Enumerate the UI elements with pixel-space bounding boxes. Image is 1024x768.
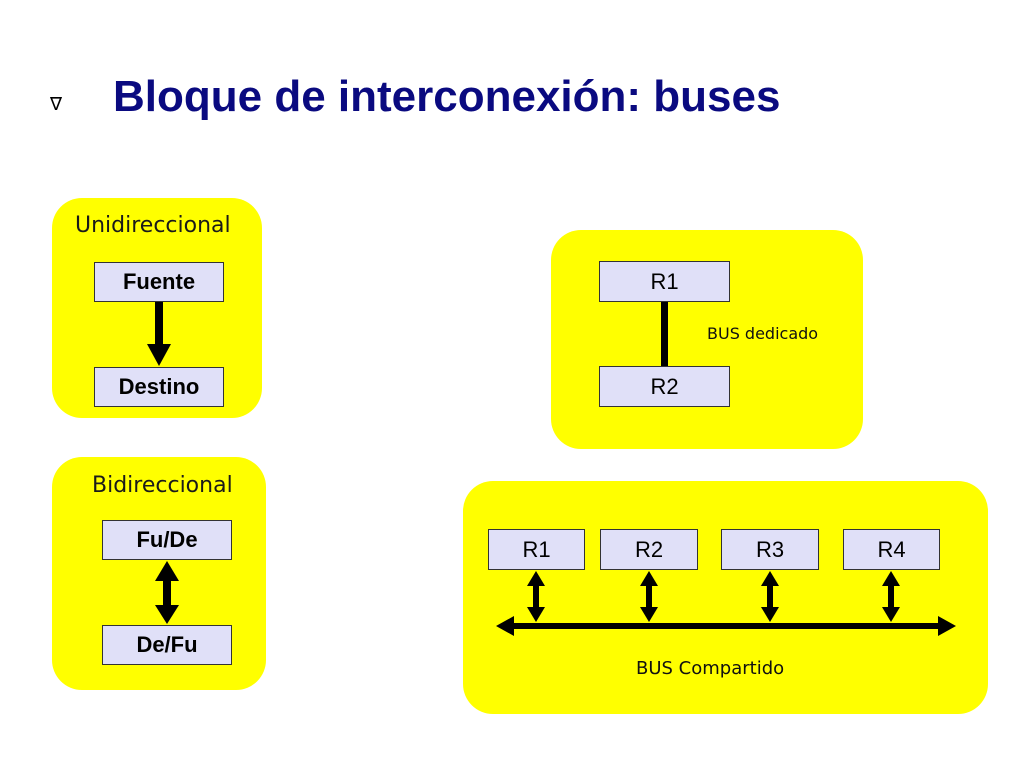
- slide-title: Bloque de interconexión: buses: [113, 72, 781, 121]
- compartido-r1-box: R1: [488, 529, 585, 570]
- r4-bus-connector: [882, 571, 900, 622]
- unidireccional-label: Unidireccional: [75, 213, 231, 238]
- dedicado-r2-box: R2: [599, 366, 730, 407]
- unidirectional-arrow: [147, 302, 171, 366]
- de-fu-box: De/Fu: [102, 625, 232, 665]
- bus-compartido-panel: [463, 481, 988, 714]
- dedicado-r1-box: R1: [599, 261, 730, 302]
- r2-bus-connector: [640, 571, 658, 622]
- destino-box: Destino: [94, 367, 224, 407]
- bus-dedicado-label: BUS dedicado: [707, 324, 819, 343]
- bidireccional-label: Bidireccional: [92, 473, 233, 498]
- r1-bus-connector: [527, 571, 545, 622]
- bidirectional-arrow: [155, 561, 179, 624]
- fuente-box: Fuente: [94, 262, 224, 302]
- compartido-r3-box: R3: [721, 529, 819, 570]
- compartido-r4-box: R4: [843, 529, 940, 570]
- fu-de-box: Fu/De: [102, 520, 232, 560]
- shared-bus-line: [496, 616, 956, 636]
- compartido-r2-box: R2: [600, 529, 698, 570]
- dedicated-bus-line: [661, 302, 668, 366]
- r3-bus-connector: [761, 571, 779, 622]
- bullet-icon: ∇: [49, 94, 63, 115]
- bus-compartido-label: BUS Compartido: [636, 658, 785, 679]
